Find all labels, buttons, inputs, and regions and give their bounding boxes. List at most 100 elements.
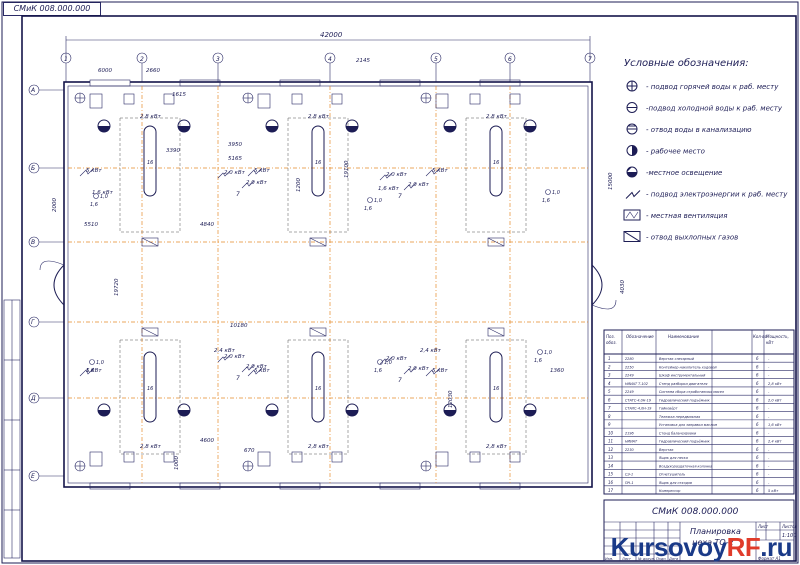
dim-10180: 10180	[230, 323, 248, 329]
equipment-box	[123, 93, 135, 105]
svg-text:В: В	[31, 239, 35, 246]
legend-item: - рабочее место	[626, 145, 705, 156]
svg-text:7: 7	[236, 191, 240, 198]
title-block-code: СМиК 008.000.000	[652, 507, 739, 517]
svg-text:-: -	[768, 448, 770, 452]
dim-2660: 2660	[146, 68, 160, 74]
svg-text:16: 16	[315, 160, 321, 166]
svg-text:1,6: 1,6	[90, 202, 98, 208]
svg-text:Б: Б	[31, 165, 35, 172]
axis-bubble-В: В	[28, 236, 64, 248]
svg-text:5: 5	[434, 56, 438, 63]
sheets-label: Листов	[781, 524, 798, 529]
svg-text:2249: 2249	[625, 390, 634, 394]
legend-item-label: - местная вентиляция	[646, 212, 727, 220]
power-label: 2,8 кВт	[140, 114, 162, 120]
svg-text:3: 3	[608, 373, 611, 378]
svg-text:1: 1	[64, 56, 68, 63]
equipment-box	[123, 451, 135, 463]
equipment-box	[163, 451, 175, 463]
dim-2145: 2145	[356, 58, 370, 64]
svg-text:6: 6	[756, 414, 759, 419]
legend-item: - отвод воды в канализацию	[626, 123, 752, 135]
spec-header: Мощность,	[766, 334, 789, 339]
svg-text:-: -	[768, 407, 770, 411]
svg-text:2230: 2230	[625, 448, 634, 452]
dim-4030: 4030	[620, 280, 626, 294]
svg-text:2250: 2250	[625, 365, 634, 369]
svg-text:6: 6	[756, 397, 759, 402]
svg-text:12: 12	[608, 447, 614, 452]
svg-text:6: 6	[756, 364, 759, 369]
svg-text:11: 11	[608, 439, 613, 444]
lift-column	[311, 351, 325, 423]
axis-bubble-5: 5	[430, 52, 442, 82]
svg-text:2196: 2196	[625, 431, 634, 435]
svg-text:Система сбора отработанных мас: Система сбора отработанных масел	[659, 390, 725, 394]
svg-text:Огнетушитель: Огнетушитель	[659, 473, 685, 477]
format-label: Формат А1	[758, 556, 781, 561]
small-fixture: 1,01,6	[542, 189, 560, 204]
svg-text:1,0: 1,0	[100, 194, 108, 200]
small-fixture: 1,01,6	[90, 193, 108, 208]
svg-text:СТАТС-4,0Н-19: СТАТС-4,0Н-19	[625, 398, 651, 402]
axis-bubble-4: 4	[324, 52, 336, 82]
svg-text:-: -	[768, 415, 770, 419]
power-label: 2,4 кВт	[214, 348, 236, 354]
ventilation-symbol	[141, 327, 159, 337]
svg-text:6: 6	[756, 389, 759, 394]
legend-item-label: - подвод электроэнергии к раб. месту	[646, 191, 788, 199]
title-block-row-label: Лист	[621, 557, 632, 561]
svg-text:Воздухораздаточная колонка: Воздухораздаточная колонка	[659, 464, 712, 468]
ventilation-symbol	[487, 237, 505, 247]
equipment-box	[469, 451, 481, 463]
dim-1615: 1615	[172, 92, 186, 98]
svg-text:10: 10	[608, 430, 614, 435]
svg-text:Контейнер-накопитель ходовой: Контейнер-накопитель ходовой	[659, 365, 717, 369]
svg-text:2,0 кВт: 2,0 кВт	[246, 364, 268, 370]
svg-text:СТАЛС-4,0Н-19: СТАЛС-4,0Н-19	[625, 407, 651, 411]
dim-19720: 19720	[114, 278, 120, 296]
dim-5510: 5510	[84, 222, 98, 228]
legend-title: Условные обозначения:	[624, 57, 749, 69]
equipment-box	[469, 93, 481, 105]
svg-text:Компрессор: Компрессор	[659, 489, 680, 493]
dim-12030: 12030	[448, 390, 454, 408]
equipment-box	[509, 451, 521, 463]
axis-bubble-А: А	[28, 84, 64, 96]
svg-text:6: 6	[756, 488, 759, 493]
svg-text:-: -	[768, 357, 770, 361]
svg-text:15: 15	[608, 472, 614, 477]
svg-text:6: 6	[756, 356, 759, 361]
small-fixture: 1,01,6	[374, 359, 392, 374]
dim-3390: 3390	[166, 148, 180, 154]
legend-item: -подвод холодной воды к раб. месту	[626, 102, 783, 113]
equipment-box	[257, 93, 271, 109]
axis-bubble-Д: Д	[28, 392, 64, 404]
ventilation-symbol	[141, 237, 159, 247]
power-label: 2,8 кВт	[486, 444, 508, 450]
svg-text:2,0 кВт: 2,0 кВт	[408, 366, 430, 372]
svg-text:-: -	[768, 431, 770, 435]
svg-text:6: 6	[756, 439, 759, 444]
legend-item: - подвод горячей воды к раб. месту	[626, 80, 779, 92]
equipment-box	[435, 451, 449, 467]
svg-text:7: 7	[398, 377, 402, 384]
svg-text:8: 8	[608, 414, 611, 419]
